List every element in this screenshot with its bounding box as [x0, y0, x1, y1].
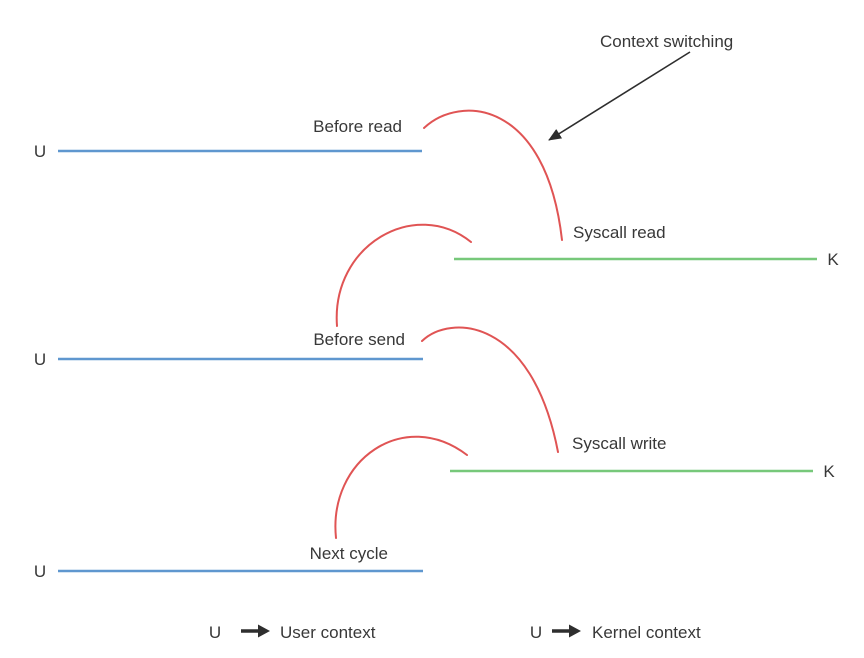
kernel-marker-label-1: K	[827, 250, 839, 269]
timeline-row-before-send: U Before send	[34, 330, 423, 369]
switch-arc-user-to-kernel-read	[423, 109, 563, 241]
legend-user-meaning: User context	[280, 623, 376, 642]
timeline-row-next-cycle: U Next cycle	[34, 544, 423, 581]
legend-item-user-context: U User context	[209, 623, 376, 642]
legend-kernel-meaning: Kernel context	[592, 623, 701, 642]
switch-arc-kernel-to-user-send	[335, 223, 472, 327]
user-marker-label-3: U	[34, 562, 46, 581]
timeline-row-before-read: U Before read	[34, 117, 422, 161]
user-marker-label-2: U	[34, 350, 46, 369]
legend-kernel-arrow-icon	[569, 624, 581, 638]
timeline-row-syscall-read: Syscall read K	[454, 223, 839, 269]
switch-arc-kernel-to-user-cycle	[334, 435, 468, 539]
label-syscall-read: Syscall read	[573, 223, 666, 242]
legend: U User context U Kernel context	[209, 623, 701, 642]
timeline-row-syscall-write: Syscall write K	[450, 434, 835, 481]
label-syscall-write: Syscall write	[572, 434, 666, 453]
annotation-context-switching: Context switching	[548, 32, 733, 141]
label-before-send: Before send	[313, 330, 405, 349]
legend-user-arrow-icon	[258, 624, 270, 638]
legend-item-kernel-context: U Kernel context	[530, 623, 701, 642]
label-before-read: Before read	[313, 117, 402, 136]
kernel-marker-label-2: K	[823, 462, 835, 481]
annotation-label: Context switching	[600, 32, 733, 51]
legend-user-symbol: U	[209, 623, 221, 642]
switch-arc-user-to-kernel-write	[421, 326, 559, 453]
label-next-cycle: Next cycle	[310, 544, 388, 563]
user-marker-label-1: U	[34, 142, 46, 161]
legend-kernel-symbol: U	[530, 623, 542, 642]
annotation-arrow	[548, 51, 691, 141]
